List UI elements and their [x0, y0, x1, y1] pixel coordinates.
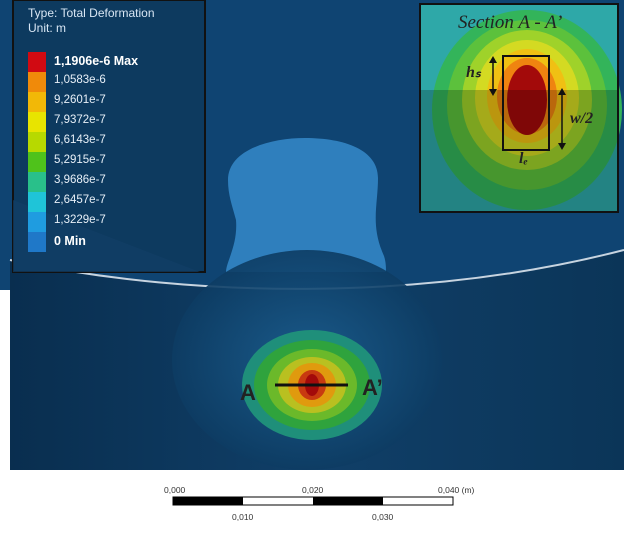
- legend-item: 5,2915e-7: [28, 152, 198, 172]
- scale-tick-label: 0,020: [302, 485, 324, 495]
- inset-contours: [420, 4, 622, 212]
- section-marker-right: A’: [362, 375, 383, 400]
- legend-item: 6,6143e-7: [28, 132, 198, 152]
- l-label: lₑ: [519, 150, 528, 167]
- legend-item: 2,6457e-7: [28, 192, 198, 212]
- legend-item: 7,9372e-7: [28, 112, 198, 132]
- inset-section-box: [502, 55, 550, 151]
- legend-unit: Unit: m: [28, 21, 67, 35]
- w-label: w/2: [570, 110, 594, 127]
- legend-type: Type: Total Deformation: [28, 6, 155, 20]
- legend-item: 1,3229e-7: [28, 212, 198, 232]
- legend-item: 0 Min: [28, 232, 198, 252]
- legend-item: 9,2601e-7: [28, 92, 198, 112]
- legend-item: 1,1906e-6 Max: [28, 52, 198, 72]
- scale-bar: [172, 496, 454, 506]
- section-marker-left: A: [240, 380, 256, 405]
- hs-label: hₛ: [466, 64, 481, 81]
- boss-shape: [226, 138, 386, 272]
- scale-tick-label: 0,000: [164, 485, 186, 495]
- scale-tick-label: 0,010: [232, 512, 254, 522]
- scale-tick-label: 0,040 (m): [438, 485, 475, 495]
- legend-item: 1,0583e-6: [28, 72, 198, 92]
- scale-tick-label: 0,030: [372, 512, 394, 522]
- legend-item: 3,9686e-7: [28, 172, 198, 192]
- inset-title: Section A - A’: [458, 12, 563, 33]
